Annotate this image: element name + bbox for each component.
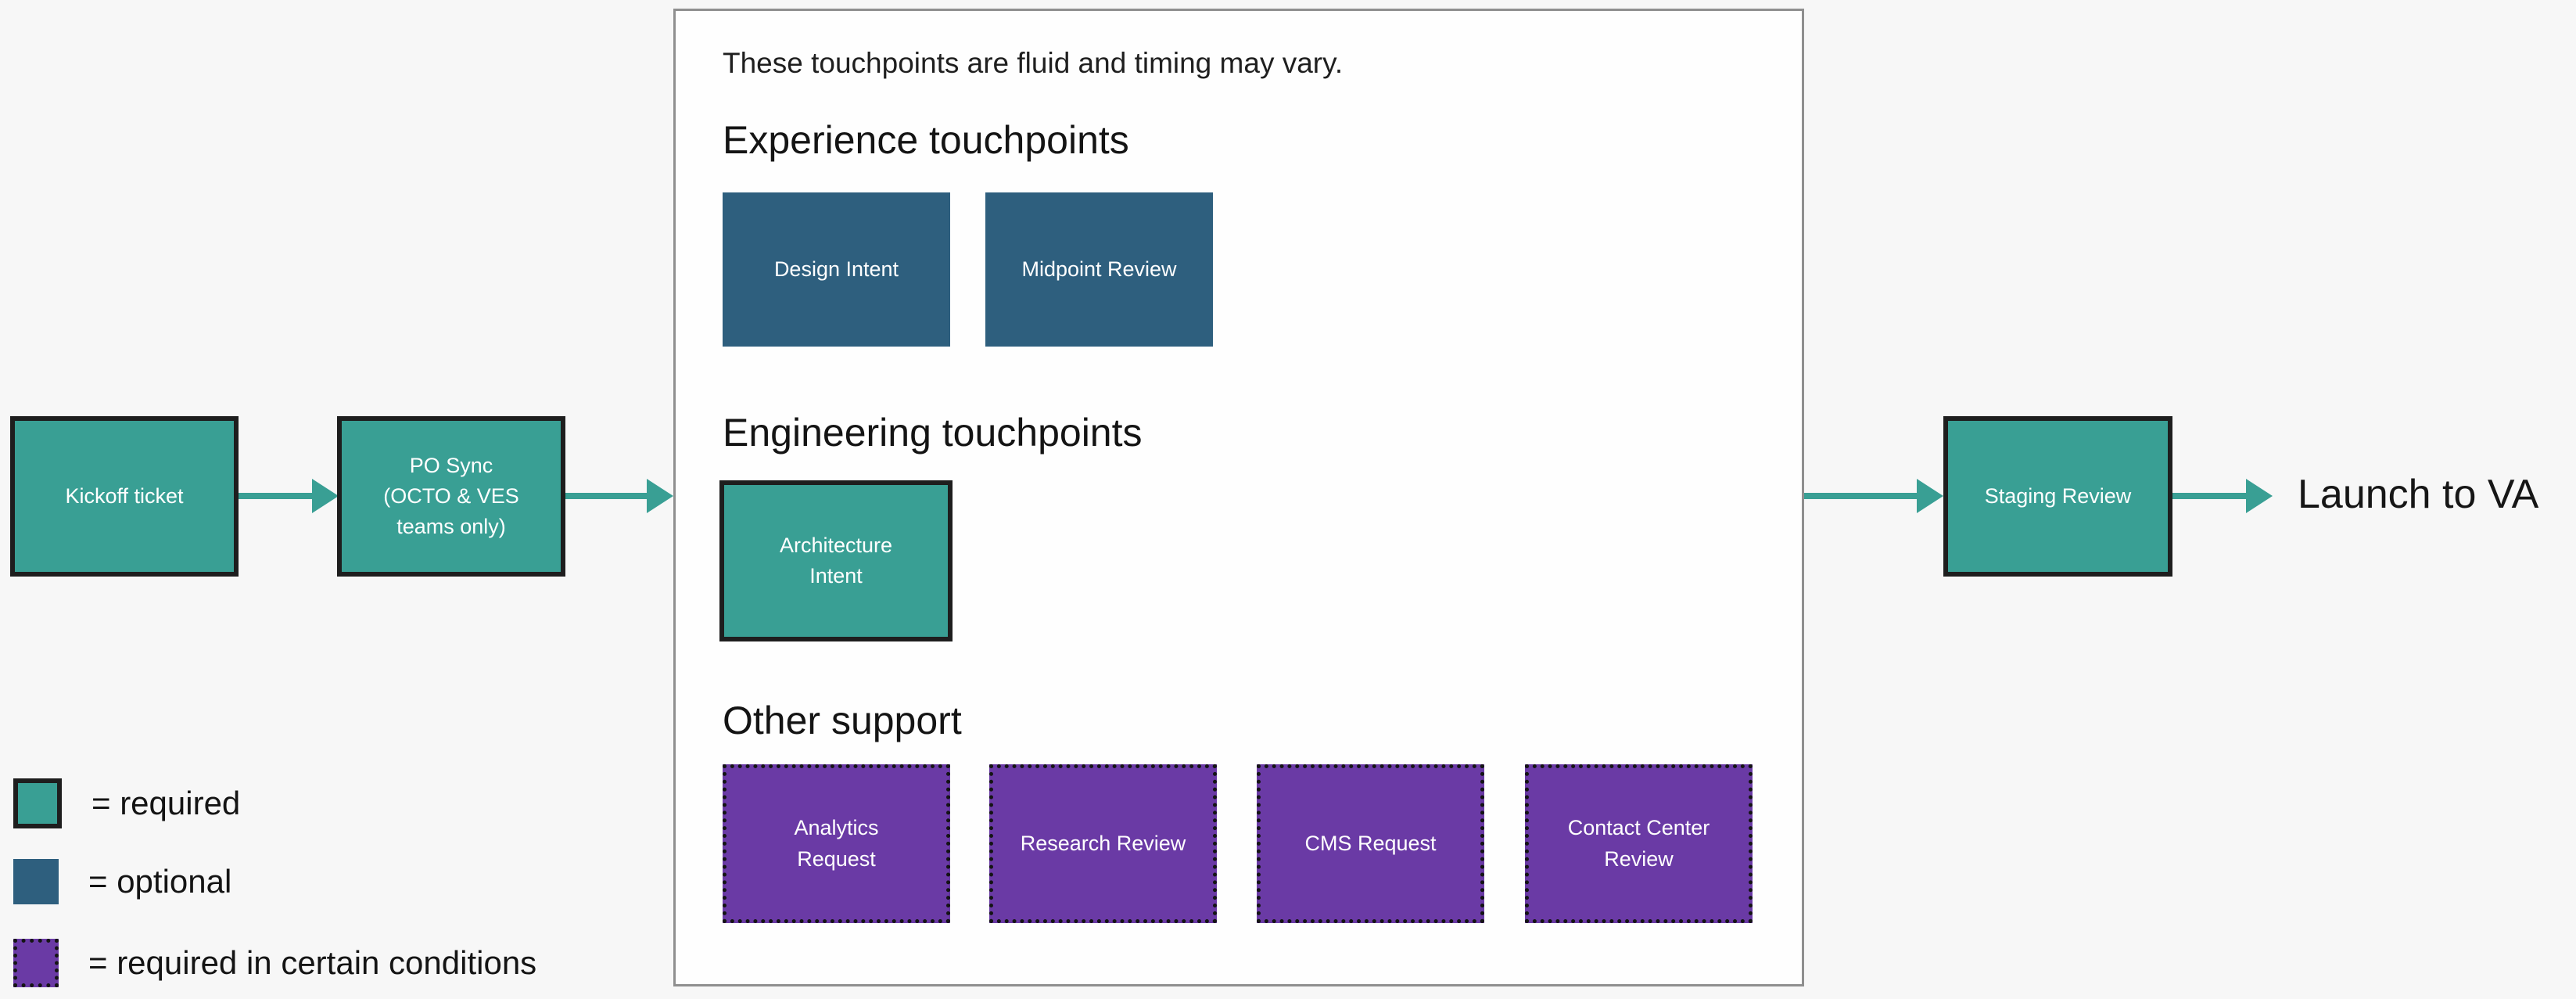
legend-item-required: = required (13, 778, 240, 828)
flow-arrow-container-to-staging (1804, 493, 1918, 499)
cms-request-box: CMS Request (1257, 764, 1484, 923)
analytics-request-box: Analytics Request (723, 764, 950, 923)
midpoint-review-box: Midpoint Review (985, 192, 1213, 347)
arrowhead-icon (312, 479, 339, 513)
research-review-box: Research Review (989, 764, 1217, 923)
optional-swatch-icon (13, 859, 59, 904)
other-support-heading: Other support (723, 699, 962, 742)
experience-touchpoints-heading: Experience touchpoints (723, 118, 1129, 162)
fluid-timing-note: These touchpoints are fluid and timing m… (723, 47, 1344, 79)
po-sync-box: PO Sync (OCTO & VES teams only) (337, 416, 565, 577)
engineering-touchpoints-heading: Engineering touchpoints (723, 411, 1143, 455)
kickoff-ticket-box: Kickoff ticket (10, 416, 239, 577)
arrowhead-icon (2246, 479, 2273, 513)
arrowhead-icon (1917, 479, 1943, 513)
legend-item-conditional: = required in certain conditions (13, 939, 536, 987)
launch-to-va-label: Launch to VA (2298, 472, 2539, 517)
flow-arrow-posync-to-container (565, 493, 648, 499)
legend-item-optional: = optional (13, 859, 231, 904)
contact-center-review-box: Contact Center Review (1525, 764, 1753, 923)
flow-arrow-staging-to-launch (2172, 493, 2248, 499)
staging-review-box: Staging Review (1943, 416, 2172, 577)
required-swatch-icon (13, 778, 62, 828)
conditional-swatch-icon (13, 939, 59, 987)
design-intent-box: Design Intent (723, 192, 950, 347)
legend-label: = required (91, 785, 241, 821)
architecture-intent-box: Architecture Intent (719, 480, 953, 641)
arrowhead-icon (647, 479, 673, 513)
flow-arrow-kickoff-to-posync (239, 493, 314, 499)
legend-label: = required in certain conditions (88, 944, 537, 981)
legend-label: = optional (88, 863, 232, 900)
